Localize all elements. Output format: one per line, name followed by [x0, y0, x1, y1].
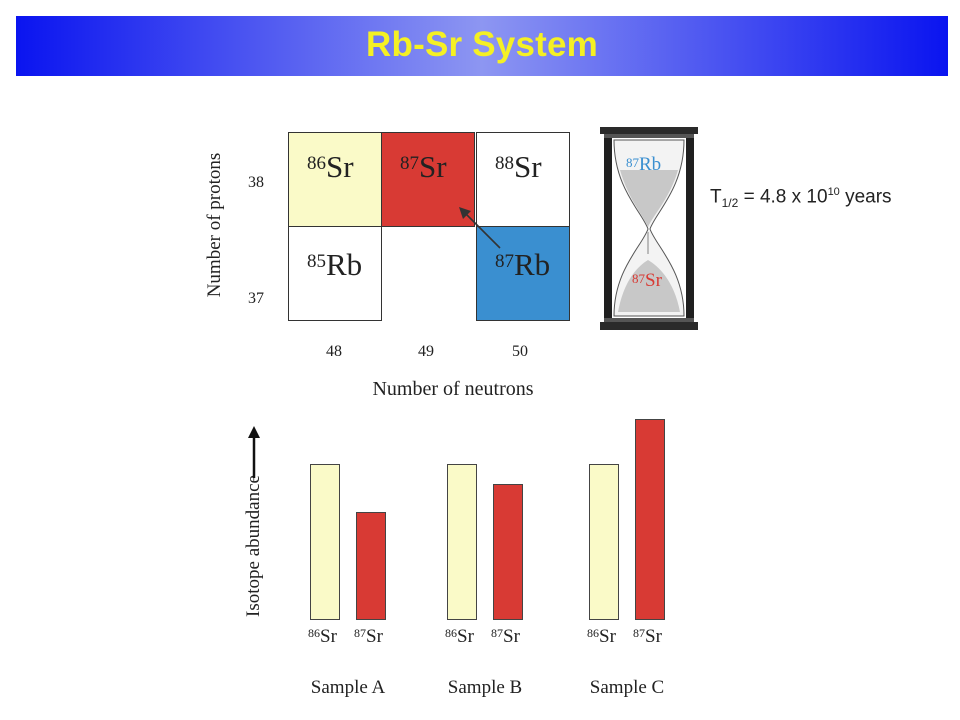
nuclide-cell-sr87: 87Sr	[381, 132, 475, 227]
nuclide-cell-sr88: 88Sr	[476, 132, 570, 227]
bar-label-sr87: 87Sr	[491, 626, 520, 647]
up-arrow-icon	[248, 426, 260, 478]
sample-label: Sample B	[447, 677, 523, 698]
bar-sr86-sample-2	[447, 464, 477, 620]
bar-label-sr87: 87Sr	[633, 626, 662, 647]
bar-sr87-sample-2	[493, 484, 523, 620]
neutron-tick-49: 49	[418, 343, 434, 360]
nuclide-cell-rb87: 87Rb	[476, 226, 570, 321]
bar-sr87-sample-1	[356, 512, 386, 620]
bar-sr86-sample-1	[310, 464, 340, 620]
sample-label: Sample A	[310, 677, 386, 698]
half-life-text: T1/2 = 4.8 x 1010 years	[710, 186, 892, 211]
bar-label-sr86: 86Sr	[308, 626, 337, 647]
bar-label-sr87: 87Sr	[354, 626, 383, 647]
proton-tick-37: 37	[248, 290, 264, 307]
neutron-tick-50: 50	[512, 343, 528, 360]
hourglass-top-label: 87Rb	[626, 154, 662, 175]
proton-tick-38: 38	[248, 174, 264, 191]
nuclide-cell-rb85: 85Rb	[288, 226, 382, 321]
page-title: Rb-Sr System	[366, 25, 598, 64]
sample-label: Sample C	[589, 677, 665, 698]
hourglass-icon	[600, 127, 698, 330]
nuclide-cell-sr86: 86Sr	[288, 132, 382, 227]
neutrons-axis-label: Number of neutrons	[372, 378, 534, 400]
bar-sr86-sample-3	[589, 464, 619, 620]
abundance-axis-label: Isotope abundance	[243, 475, 264, 617]
hourglass-bottom-label: 87Sr	[632, 270, 662, 291]
title-banner: Rb-Sr System	[16, 16, 948, 76]
bar-label-sr86: 86Sr	[445, 626, 474, 647]
bar-sr87-sample-3	[635, 418, 665, 620]
neutron-tick-48: 48	[326, 343, 342, 360]
bar-label-sr86: 86Sr	[587, 626, 616, 647]
